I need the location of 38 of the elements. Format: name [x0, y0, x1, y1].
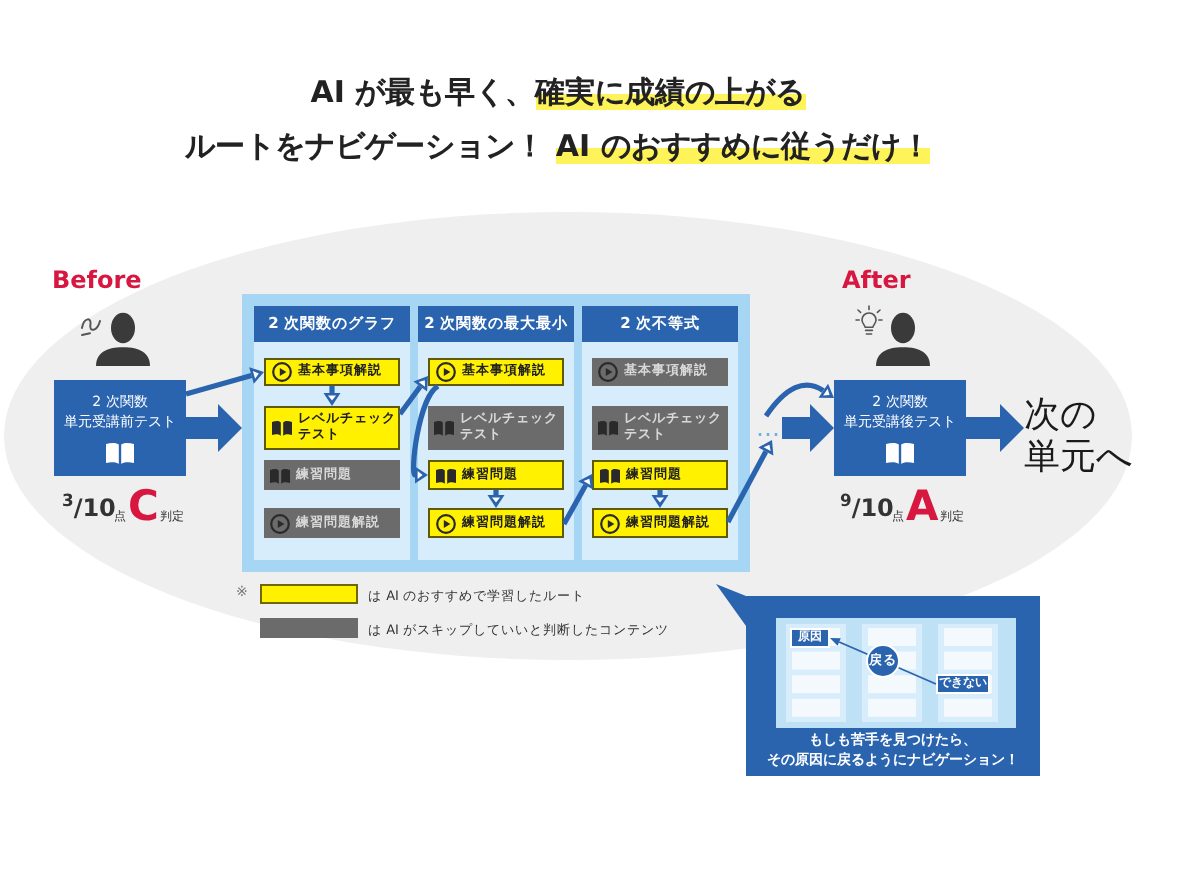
lesson-card — [592, 508, 728, 538]
score-fraction: $^{9}$/10 — [840, 496, 894, 520]
lesson-card — [428, 358, 564, 386]
arrow — [397, 376, 428, 416]
grade-letter: A — [906, 486, 939, 528]
stage-label: After — [842, 268, 911, 295]
lesson-card — [264, 406, 400, 450]
lesson-card — [264, 358, 400, 386]
arrow — [323, 386, 341, 406]
lesson-card — [428, 406, 564, 450]
column-panel — [582, 306, 738, 560]
arrow — [407, 384, 440, 486]
arrow — [782, 404, 834, 452]
lesson-card — [592, 460, 728, 490]
arrow — [487, 490, 505, 508]
lesson-card — [428, 460, 564, 490]
arrow — [966, 404, 1024, 452]
lesson-card — [592, 358, 728, 386]
column-panel — [418, 306, 574, 560]
arrow — [185, 367, 264, 397]
arrow — [186, 404, 242, 452]
panel — [242, 294, 750, 572]
arrow — [561, 474, 594, 526]
grade-letter: C — [128, 486, 159, 528]
score-fraction: $^{3}$/10 — [62, 496, 116, 520]
arrow — [725, 440, 774, 524]
column-panel — [254, 306, 410, 560]
ellipsis-text: … — [754, 416, 782, 440]
lesson-card — [264, 508, 400, 538]
stage-label: Before — [52, 268, 142, 295]
lesson-card — [264, 460, 400, 490]
arrow — [763, 382, 835, 418]
destination-label: 次の単元へ — [1024, 394, 1148, 482]
lesson-card — [592, 406, 728, 450]
test-box — [54, 380, 186, 476]
arrow — [651, 490, 669, 508]
test-box — [834, 380, 966, 476]
lesson-card — [428, 508, 564, 538]
